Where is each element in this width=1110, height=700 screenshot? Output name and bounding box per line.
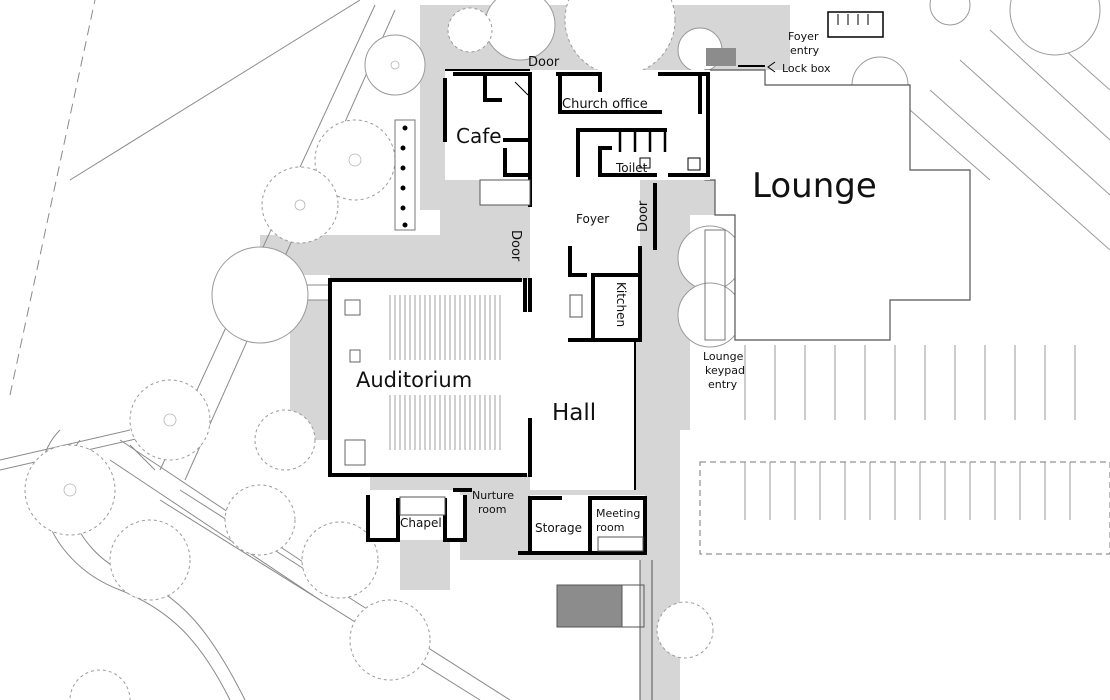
label-toilet: Toilet (615, 161, 648, 175)
label-lounge-keypad-line3: entry (708, 378, 738, 391)
room-labels: Cafe Door Church office Toilet Foyer ent… (356, 30, 877, 535)
label-cafe: Cafe (456, 124, 502, 148)
label-nurture-line2: room (478, 503, 506, 516)
label-foyer-entry-line1: Foyer (788, 30, 819, 43)
label-lounge-keypad-line2: keypad (705, 364, 745, 377)
foyer-entry-hut (706, 11, 884, 73)
label-foyer-entry-line2: entry (790, 44, 820, 57)
south-structure (556, 560, 653, 700)
label-door-top: Door (528, 55, 560, 70)
label-hall: Hall (552, 400, 596, 426)
garden-bed (394, 119, 726, 341)
trees (24, 0, 1101, 700)
label-auditorium: Auditorium (356, 368, 472, 392)
label-door-left: Door (508, 230, 523, 262)
car-park (699, 9, 1110, 555)
label-door-right: Door (636, 200, 651, 232)
label-meeting-line2: room (596, 521, 624, 534)
label-lounge: Lounge (752, 166, 877, 206)
label-lock-box: Lock box (782, 62, 831, 75)
label-church-office: Church office (562, 97, 648, 112)
label-nurture-line1: Nurture (472, 489, 514, 502)
label-meeting-line1: Meeting (596, 507, 640, 520)
label-lounge-keypad-line1: Lounge (703, 350, 744, 363)
label-storage: Storage (535, 521, 582, 535)
building-walls (328, 69, 710, 555)
label-foyer: Foyer (576, 212, 609, 226)
lounge-building (704, 69, 971, 341)
label-chapel: Chapel (400, 516, 442, 530)
label-kitchen: Kitchen (614, 282, 628, 327)
